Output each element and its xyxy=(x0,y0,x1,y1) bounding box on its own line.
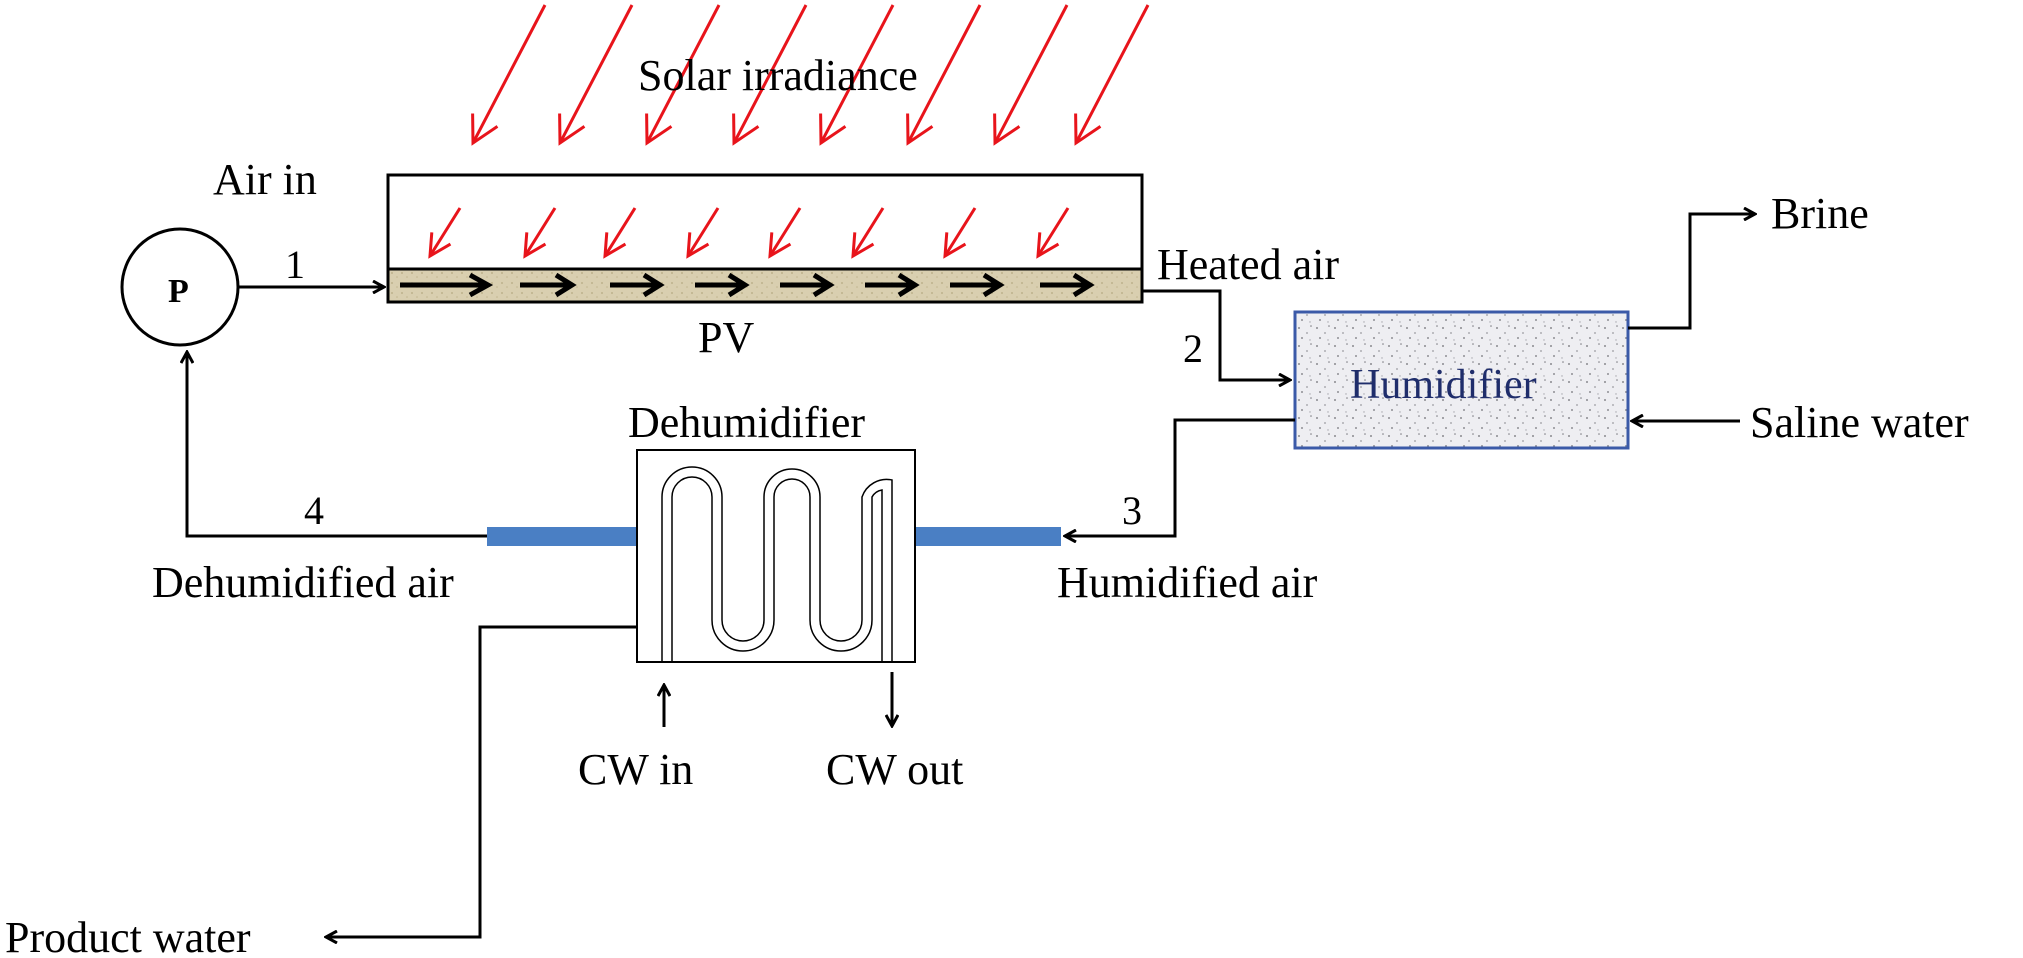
pv-flow-arrow xyxy=(1040,272,1095,298)
inner-ray xyxy=(943,207,977,259)
stream-2-line xyxy=(1142,289,1290,380)
dehumidifier-coil xyxy=(661,466,893,662)
inner-ray xyxy=(603,207,637,259)
dehumidifier xyxy=(636,449,916,663)
pv-flow-arrow xyxy=(400,272,494,298)
solar-ray xyxy=(993,4,1069,146)
inner-ray xyxy=(851,207,885,259)
stream-3-line xyxy=(1065,418,1295,536)
stream-3-number: 3 xyxy=(1122,488,1142,533)
heated-air-label: Heated air xyxy=(1157,240,1339,289)
solar-ray xyxy=(558,4,634,146)
air-in-label: Air in xyxy=(213,155,317,204)
saline-water-label: Saline water xyxy=(1750,398,1969,447)
pipe-in xyxy=(915,527,1061,546)
solar-collector xyxy=(386,173,1144,271)
product-water-line xyxy=(326,625,637,937)
pv-panel xyxy=(386,267,1144,304)
brine-line xyxy=(1628,214,1755,330)
stream-4-number: 4 xyxy=(304,488,324,533)
solar-ray xyxy=(1074,4,1150,146)
solar-collector-inner-rays xyxy=(428,207,1070,259)
stream-2-number: 2 xyxy=(1183,326,1203,371)
inner-ray xyxy=(768,207,802,259)
humidifier xyxy=(1293,310,1630,450)
inner-ray xyxy=(1036,207,1070,259)
cw-in-label: CW in xyxy=(578,745,693,794)
inner-ray xyxy=(428,207,462,259)
product-water-label: Product water xyxy=(5,913,251,958)
humidifier-label: Humidifier xyxy=(1350,362,1537,408)
pv-flow-arrow xyxy=(865,272,920,298)
pump-label: P xyxy=(168,273,189,310)
stream-1-number: 1 xyxy=(285,242,305,287)
humidified-air-label: Humidified air xyxy=(1057,558,1318,607)
solar-ray xyxy=(645,4,721,146)
brine-label: Brine xyxy=(1771,189,1869,238)
pv-flow-arrow xyxy=(695,272,750,298)
pv-flow-arrow xyxy=(780,272,835,298)
stream-4-line xyxy=(187,352,487,538)
solar-ray xyxy=(732,4,808,146)
pv-flow-arrow xyxy=(610,272,665,298)
dehumidifier-coil-inner xyxy=(671,476,883,662)
pipe-out xyxy=(487,527,637,546)
pv-flow-arrow xyxy=(950,272,1005,298)
solar-ray xyxy=(906,4,982,146)
inner-ray xyxy=(686,207,720,259)
inner-ray xyxy=(523,207,557,259)
solar-irradiance-label: Solar irradiance xyxy=(638,51,918,100)
pv-flow-arrows xyxy=(400,272,1095,298)
cw-out-label: CW out xyxy=(826,745,963,794)
solar-irradiance-arrows xyxy=(471,4,1150,146)
pv-label: PV xyxy=(698,313,754,362)
dehumidifier-label: Dehumidifier xyxy=(628,398,865,447)
solar-ray xyxy=(819,4,895,146)
solar-ray xyxy=(471,4,547,146)
dehumidified-air-label: Dehumidified air xyxy=(152,558,454,607)
pv-flow-arrow xyxy=(520,272,577,298)
